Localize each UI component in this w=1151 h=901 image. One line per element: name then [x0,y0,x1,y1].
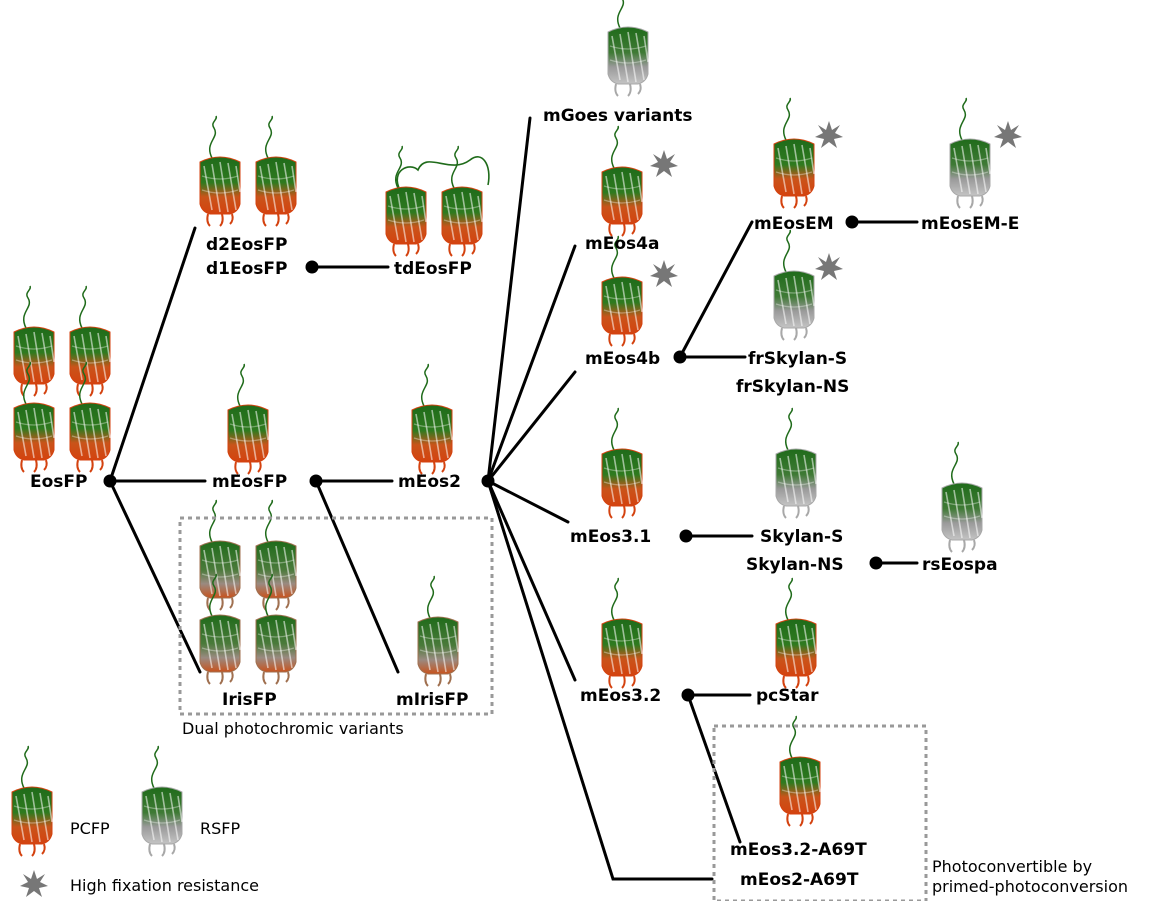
rsfp-protein-icon [607,0,649,97]
label-d1eosfp: d1EosFP [206,259,287,279]
pcfp-protein-icon [227,363,269,475]
node-dot-meos2 [481,474,495,488]
label-meosem-e: mEosEM-E [921,214,1019,234]
node-dot-skylan-ns [869,556,883,570]
label-mgoes: mGoes variants [543,106,693,126]
rsfp-protein-icon [775,407,817,519]
legend-pcfp-label: PCFP [70,819,110,838]
pcfp-protein-icon [775,577,817,689]
edge-meos2-meos31 [486,479,570,524]
fixation-star-icon [815,121,843,148]
label-irisfp: IrisFP [222,690,277,710]
label-meos4a: mEos4a [585,234,659,254]
pcfp-protein-icon [411,363,453,475]
fixation-star-icon [815,253,843,280]
label-meos32-a69t: mEos3.2-A69T [730,840,867,860]
dual-protein-icon [417,575,459,687]
pcfp-protein-icon [779,715,821,827]
fixation-star-icon [650,150,678,177]
pcfp-protein-icon [385,145,427,257]
node-dot-meos4b [673,350,687,364]
node-dot-meos32 [681,688,695,702]
label-meosem: mEosEM [754,214,834,234]
rsfp-protein-icon [949,97,991,209]
node-dot-d1eosfp [305,260,319,274]
pcfp-protein-icon [255,115,297,227]
pcfp-protein-icon [69,285,111,397]
caption-dual-photochromic: Dual photochromic variants [182,719,404,738]
fixation-star-icon [994,121,1022,148]
edge-meosfp-mirisfp [314,479,400,674]
label-mirisfp: mIrisFP [396,690,468,710]
label-meosfp: mEosFP [212,472,287,492]
caption-primed-line2: primed-photoconversion [932,877,1128,896]
label-meos32: mEos3.2 [580,686,661,706]
rsfp-protein-icon [141,745,183,857]
edge-meos2-meos4a [486,244,577,483]
label-frskylan-ns: frSkylan-NS [736,377,849,397]
label-skylan-s: Skylan-S [760,527,843,547]
label-tdeosfp: tdEosFP [394,259,472,279]
rsfp-protein-icon [773,229,815,341]
edge-meos2-meos32 [486,479,577,682]
rsfp-protein-icon [941,441,983,553]
label-meos31: mEos3.1 [570,527,651,547]
edge-eosfp-irisfp [108,479,202,674]
node-dot-meos31 [679,529,693,543]
pcfp-protein-icon [199,115,241,227]
fixation-star-icon [20,870,48,897]
pcfp-protein-icon [601,577,643,689]
legend-fixation-label: High fixation resistance [70,876,259,895]
pcfp-protein-icon [11,745,53,857]
edge-eosfp-d2eosfp [108,226,197,483]
label-pcstar: pcStar [756,686,819,706]
label-skylan-ns: Skylan-NS [746,555,844,575]
edge-meos2-mgoes [486,116,532,483]
label-d2eosfp: d2EosFP [206,235,287,255]
pcfp-protein-icon [441,145,483,257]
label-meos4b: mEos4b [585,349,660,369]
edge-meos2-meos2a69t [486,479,714,881]
label-rseospa: rsEospa [922,555,998,575]
label-meos2: mEos2 [398,472,461,492]
edge-meos2-meos4b [486,370,577,483]
node-dot-eosfp [103,474,117,488]
label-frskylan-s: frSkylan-S [748,349,847,369]
pcfp-protein-icon [601,407,643,519]
pcfp-protein-icon [773,97,815,209]
label-meos2-a69t: mEos2-A69T [740,870,859,890]
linker-icon [396,156,490,191]
fixation-star-icon [650,260,678,287]
label-eosfp: EosFP [30,472,87,492]
node-dot-meosem [845,215,859,229]
primed-photoconversion-box [712,724,928,901]
caption-primed-line1: Photoconvertible by [932,857,1092,876]
dual-photochromic-box [178,516,494,716]
legend-rsfp-label: RSFP [200,819,240,838]
pcfp-protein-icon [13,285,55,397]
node-dot-meosfp [309,474,323,488]
edge-meos4b-meosem [678,220,754,359]
pcfp-protein-icon [601,125,643,237]
legend: PCFP RSFP High fixation resistance [11,745,259,897]
